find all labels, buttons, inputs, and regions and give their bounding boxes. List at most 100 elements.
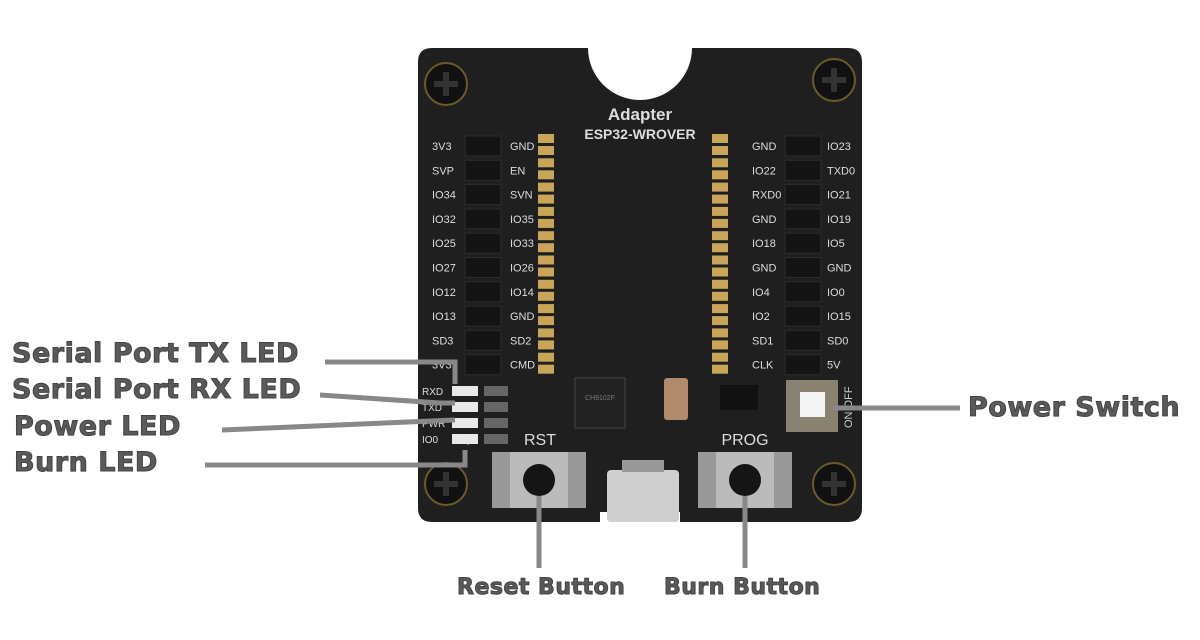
pin-label: SD2 [510,335,531,347]
pin-label: IO27 [432,263,456,275]
resistor [484,402,508,412]
pin-label: IO4 [752,287,770,299]
plus-mark: + [465,437,471,449]
pin-label: GND [510,311,535,323]
header-pin [464,305,502,327]
gold-pad [712,316,728,326]
gold-pad [712,194,728,204]
micro-usb-port[interactable] [607,460,679,522]
gold-pad [538,291,554,301]
gold-pad [712,291,728,301]
callout-power-led: Power LED [14,411,181,443]
pin-label: IO15 [827,311,851,323]
pin-label: CMD [510,360,535,372]
burn-button[interactable] [698,452,792,508]
header-pin [784,354,822,376]
tx-led-line [325,359,458,384]
pin-label: TXD0 [827,165,855,177]
regulator [720,385,758,410]
pin-label: GND [752,263,777,275]
pin-label: IO25 [432,238,456,250]
led-label: TXD [422,403,442,414]
gold-pad [538,170,554,180]
pin-label: GND [827,263,852,275]
screw-icon [812,462,856,506]
header-pin [784,329,822,351]
header-pin [464,257,502,278]
pin-label: RXD0 [752,190,781,202]
pin-label: 5V [827,360,841,372]
callout-power-switch: Power Switch [967,392,1181,424]
header-pin [464,354,502,376]
status-led [452,386,478,396]
screw-cross [434,472,458,496]
gold-pad [538,352,554,362]
board-title: Adapter [608,105,673,124]
prog-label: PROG [721,432,768,449]
header-pin [464,135,502,157]
pin-label: IO2 [752,311,770,323]
header-pin [464,232,502,254]
gold-pad [538,182,554,192]
gold-pad [712,364,728,374]
pin-label: IO0 [827,287,845,299]
board-model: ESP32-WROVER [584,126,695,142]
header-pin [784,257,822,278]
callout-reset-button: Reset Button [456,575,626,601]
gold-pad [538,194,554,204]
pin-label: IO22 [752,165,776,177]
gold-pad [712,328,728,338]
pin-label: CLK [752,360,774,372]
gold-pad [538,146,554,155]
header-pin [464,184,502,206]
callout-burn-button: Burn Button [663,575,821,601]
gold-pad [712,218,728,228]
gold-pad [538,231,554,241]
screw-cross [434,72,458,96]
led-label: PWR [422,419,445,430]
gold-pad [712,206,728,216]
pin-label: IO5 [827,238,845,250]
gold-pad [712,134,728,143]
screw-icon [424,462,468,506]
gold-pad [538,316,554,326]
pin-label: IO12 [432,287,456,299]
led-label: IO0 [422,435,439,446]
gold-pad [538,255,554,265]
header-pin [784,135,822,157]
power-switch-knob[interactable] [800,392,825,417]
pin-label: SVP [432,165,454,177]
gold-pad [538,243,554,253]
pin-label: IO13 [432,311,456,323]
usb-serial-chip [574,377,626,429]
power-led-line [221,417,456,433]
pin-label: IO26 [510,263,534,275]
header-pin [464,159,502,181]
pin-label: IO14 [510,287,534,299]
header-pin [784,305,822,327]
pin-label: IO23 [827,141,851,153]
burn-led-line [205,450,468,468]
pin-label: GND [752,214,777,226]
led-label: RXD [422,387,443,398]
screw-icon [812,58,856,102]
header-pin [784,281,822,303]
gold-pad [538,218,554,228]
pin-label: EN [510,165,525,177]
screw-icon [424,62,468,106]
screw-cross [822,472,846,496]
gold-pad [712,170,728,180]
gold-pad [712,304,728,314]
header-pin [464,208,502,230]
gold-pad [538,134,554,143]
gold-pad [538,364,554,374]
gold-pad [712,243,728,253]
pin-label: SD0 [827,335,848,347]
header-pin [784,159,822,181]
callout-burn-led: Burn LED [14,447,158,479]
gold-pad [712,340,728,350]
gold-pad [712,279,728,289]
rst-label: RST [524,432,556,449]
pin-label: IO32 [432,214,456,226]
